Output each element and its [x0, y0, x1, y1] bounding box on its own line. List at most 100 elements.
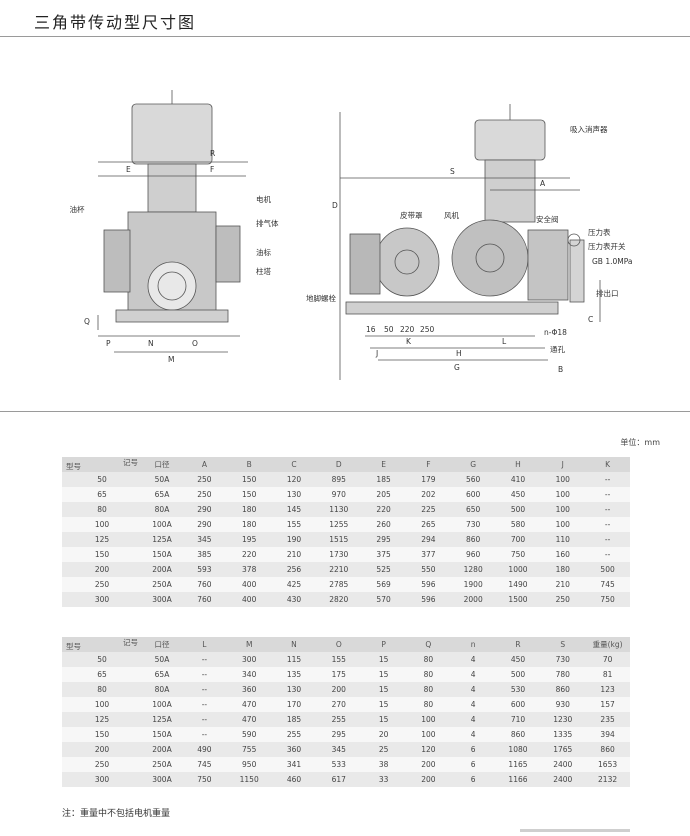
value-cell: 2785: [316, 577, 362, 592]
value-cell: 450: [495, 487, 541, 502]
value-cell: 220: [361, 502, 406, 517]
column-header: K: [585, 457, 630, 472]
value-cell: 345: [316, 742, 362, 757]
value-cell: 710: [495, 712, 541, 727]
value-cell: --: [585, 547, 630, 562]
model-cell: 80: [62, 682, 142, 697]
value-cell: 135: [271, 667, 317, 682]
value-cell: 265: [405, 517, 451, 532]
value-cell: 650: [450, 502, 496, 517]
value-cell: 180: [540, 562, 586, 577]
label-exhaust-body: 排气体: [256, 218, 279, 228]
value-cell: 70: [585, 652, 630, 667]
value-cell: 700: [495, 532, 541, 547]
value-cell: 50A: [142, 472, 182, 487]
value-cell: 300A: [142, 772, 182, 787]
value-cell: 1900: [450, 577, 496, 592]
value-cell: 385: [182, 547, 227, 562]
value-cell: 150A: [142, 727, 182, 742]
value-cell: 290: [182, 502, 227, 517]
model-cell: 250: [62, 577, 142, 592]
value-cell: 617: [316, 772, 362, 787]
label-intake-silencer: 吸入消声器: [570, 124, 608, 134]
value-cell: 394: [585, 727, 630, 742]
label-motor-left: 电机: [256, 194, 271, 204]
column-header: n: [450, 637, 496, 652]
value-cell: 110: [540, 532, 586, 547]
value-cell: 4: [450, 652, 496, 667]
label-N: N: [148, 339, 154, 348]
value-cell: 970: [316, 487, 362, 502]
value-cell: 50A: [142, 652, 182, 667]
value-cell: 745: [585, 577, 630, 592]
motor-body: [349, 233, 381, 295]
column-header: R: [495, 637, 541, 652]
column-header: 口径: [142, 457, 182, 472]
right-view-labels: 吸入消声器 S A D 皮带罩 风机 安全阀 压力表 压力表开关 GB 1.0M…: [306, 124, 633, 374]
value-cell: 590: [226, 727, 272, 742]
value-cell: 745: [182, 757, 227, 772]
label-anchor-bolt: 地脚螺栓: [306, 293, 336, 303]
column-header: N: [271, 637, 317, 652]
label-safety-valve: 安全阀: [536, 214, 559, 224]
label-R: R: [210, 149, 215, 158]
column-header: A: [182, 457, 227, 472]
value-cell: 360: [271, 742, 317, 757]
value-cell: 100: [540, 517, 586, 532]
value-cell: 1080: [495, 742, 541, 757]
value-cell: 6: [450, 757, 496, 772]
label-belt-cover: 皮带罩: [400, 210, 423, 220]
value-cell: 755: [226, 742, 272, 757]
left-riser: [147, 163, 197, 213]
label-through-hole: 通孔: [550, 344, 565, 354]
label-L: L: [502, 337, 507, 346]
model-cell: 100: [62, 517, 142, 532]
model-cell: 100: [62, 697, 142, 712]
value-cell: --: [182, 652, 227, 667]
value-cell: 1000: [495, 562, 541, 577]
value-cell: 170: [271, 697, 317, 712]
value-cell: 860: [450, 532, 496, 547]
value-cell: 760: [182, 592, 227, 607]
value-cell: 200: [316, 682, 362, 697]
value-cell: 180: [226, 517, 272, 532]
value-cell: 1255: [316, 517, 362, 532]
value-cell: 179: [405, 472, 451, 487]
value-cell: --: [182, 727, 227, 742]
value-cell: 300: [226, 652, 272, 667]
value-cell: 250: [182, 472, 227, 487]
value-cell: --: [182, 667, 227, 682]
value-cell: 220: [226, 547, 272, 562]
value-cell: 1165: [495, 757, 541, 772]
label-H: H: [456, 349, 462, 358]
label-fan: 风机: [444, 210, 459, 220]
column-header: E: [361, 457, 406, 472]
value-cell: 25: [361, 742, 406, 757]
value-cell: 80: [405, 682, 451, 697]
left-base: [115, 309, 229, 323]
value-cell: 860: [585, 742, 630, 757]
blower-pulley: [451, 219, 529, 297]
model-cell: 50: [62, 652, 142, 667]
value-cell: 130: [271, 487, 317, 502]
value-cell: --: [585, 472, 630, 487]
value-cell: --: [585, 532, 630, 547]
value-cell: 470: [226, 712, 272, 727]
value-cell: 225: [405, 502, 451, 517]
value-cell: 100A: [142, 517, 182, 532]
value-cell: 150: [226, 472, 272, 487]
label-J: J: [375, 349, 378, 358]
page-accent-bar: [520, 829, 630, 832]
label-S: S: [450, 167, 455, 176]
value-cell: 425: [271, 577, 317, 592]
value-cell: 560: [450, 472, 496, 487]
mid-divider: [0, 411, 690, 412]
value-cell: 340: [226, 667, 272, 682]
value-cell: 80: [405, 697, 451, 712]
value-cell: 250A: [142, 577, 182, 592]
value-cell: 15: [361, 652, 406, 667]
